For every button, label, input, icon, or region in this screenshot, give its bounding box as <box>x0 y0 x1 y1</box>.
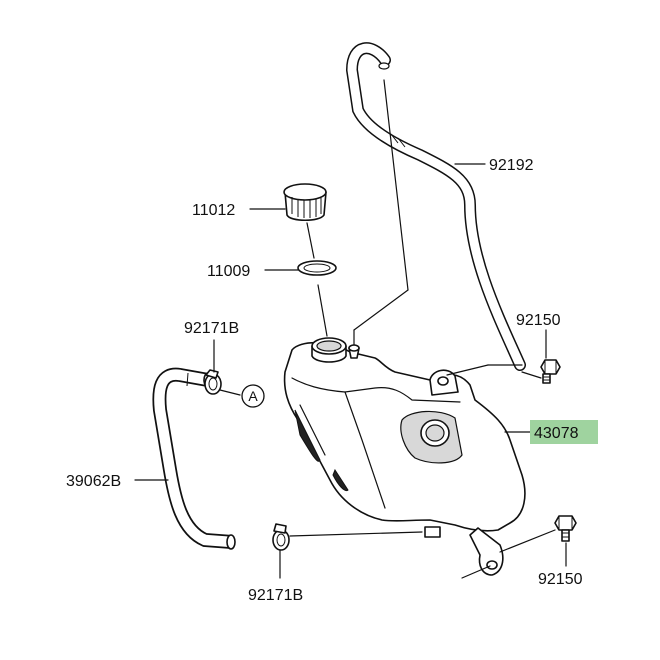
bolt-bottom[interactable] <box>554 515 577 542</box>
label-clamp-bottom[interactable]: 92171B <box>248 587 303 604</box>
hose[interactable] <box>152 367 236 550</box>
label-bolt-bottom[interactable]: 92150 <box>538 571 583 588</box>
reference-marker-a: A <box>241 384 265 408</box>
breather-hose[interactable] <box>345 42 526 371</box>
label-clamp-top[interactable]: 92171B <box>184 320 239 337</box>
label-gasket[interactable]: 11009 <box>207 263 250 280</box>
leader-lines <box>134 79 567 579</box>
reservoir-cap[interactable] <box>283 183 327 222</box>
hose-clamp-bottom[interactable] <box>272 523 290 551</box>
hose-clamp-top[interactable] <box>204 369 222 395</box>
cap-gasket[interactable] <box>297 260 337 276</box>
label-cap[interactable]: 11012 <box>192 202 235 219</box>
reservoir-tank[interactable] <box>283 337 526 576</box>
label-breather-hose[interactable]: 92192 <box>489 157 534 174</box>
label-bolt-top[interactable]: 92150 <box>516 312 561 329</box>
highlight-box <box>530 420 598 444</box>
reference-marker-label: A <box>248 388 258 404</box>
bolt-top[interactable] <box>540 359 561 384</box>
label-reservoir-tank[interactable]: 43078 <box>534 425 579 442</box>
label-hose[interactable]: 39062B <box>66 473 121 490</box>
